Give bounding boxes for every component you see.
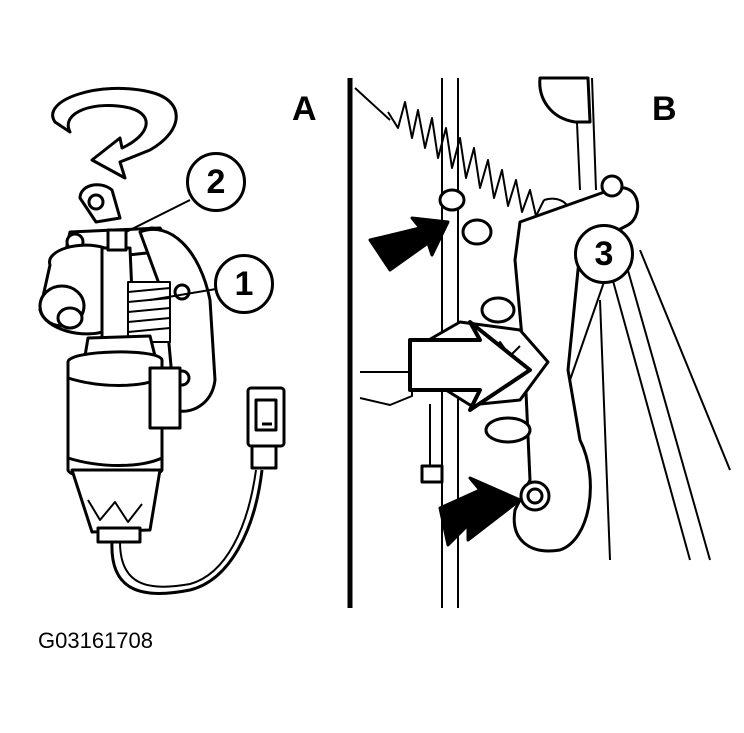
- figure-id: G03161708: [38, 628, 153, 653]
- motor-body: [66, 350, 164, 480]
- arrow-middle: [408, 320, 532, 412]
- arrow-upper: [368, 216, 450, 272]
- top-block: [538, 76, 592, 124]
- panel-b-drawing: [354, 76, 731, 608]
- worm-gear: [127, 281, 171, 343]
- callout-2: 2: [186, 152, 246, 212]
- callout-1: 1: [214, 254, 274, 314]
- rotation-arrow: [51, 87, 178, 180]
- panel-label-a: A: [292, 90, 317, 128]
- wire: [110, 469, 264, 595]
- arrow-lower: [438, 476, 522, 547]
- callout-3: 3: [574, 224, 634, 284]
- motor-base: [70, 468, 162, 534]
- lever-arm: [512, 186, 640, 553]
- panel-label-b: B: [652, 90, 677, 128]
- panel-a-drawing: [38, 87, 286, 595]
- rear-bracket: [138, 227, 217, 413]
